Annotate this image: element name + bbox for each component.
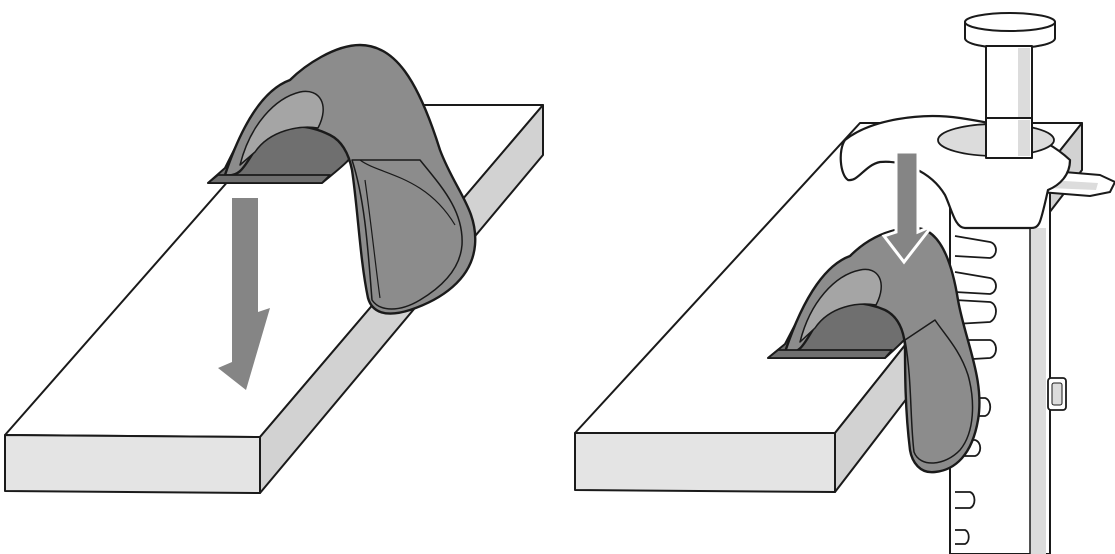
- left-finger-rest: [207, 43, 477, 315]
- pipette-plunger-cap-top: [964, 12, 1056, 32]
- pipette-side-button-inner: [1051, 382, 1063, 406]
- right-rest-flap: [904, 319, 974, 464]
- left-rest-seam: [359, 159, 456, 299]
- right-shelf-front: [574, 432, 836, 493]
- right-finger-rest: [767, 226, 981, 474]
- grip-ridge: [954, 299, 997, 325]
- grip-ridge: [955, 529, 970, 545]
- left-down-arrow: [218, 198, 270, 390]
- pipette-shaft-in-collar-shade: [1018, 120, 1030, 156]
- left-panel: [4, 43, 544, 494]
- left-rest-lip: [207, 174, 331, 184]
- left-rest-inner: [239, 90, 324, 166]
- left-rest-flap: [351, 159, 463, 310]
- left-shelf-front: [4, 434, 261, 494]
- pipette-column-shade: [1030, 228, 1046, 554]
- grip-ridge: [954, 271, 997, 295]
- right-rest-lip: [767, 349, 893, 359]
- right-down-arrow: [881, 150, 934, 265]
- right-rest-inner: [799, 268, 882, 343]
- grip-ridge: [954, 235, 997, 259]
- right-panel: [574, 12, 1115, 554]
- pipette: [839, 12, 1115, 554]
- grip-ridge: [955, 491, 976, 509]
